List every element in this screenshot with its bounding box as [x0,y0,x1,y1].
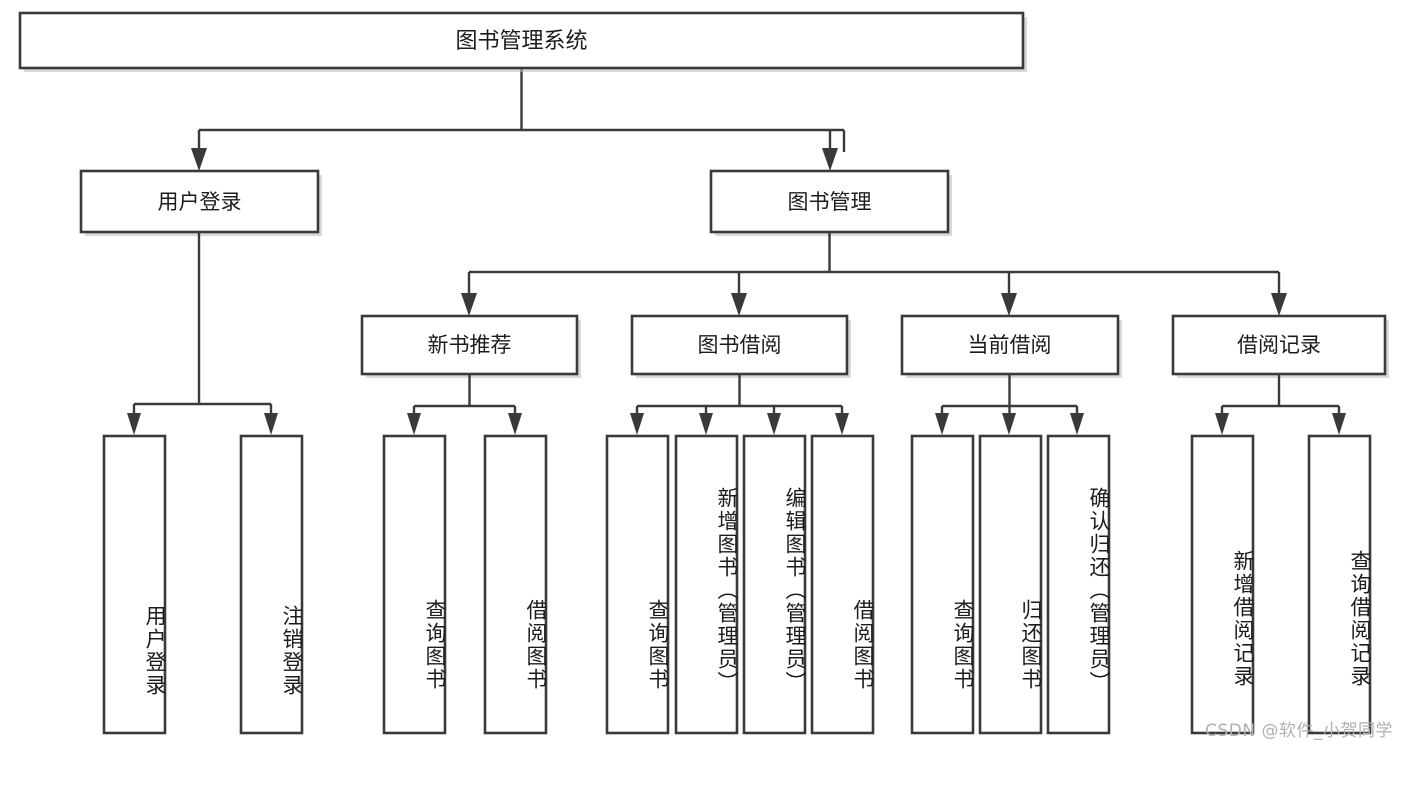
node-book-borrow[interactable]: 图书借阅 [630,314,851,378]
tree-diagram-svg: 用户登录 图书管理 图书管理系统 [18,11,1389,735]
node-label: 借阅记录 [1237,333,1321,357]
node-user-login[interactable]: 用户登录 [79,169,322,236]
leaf-book-borrow-3[interactable] [810,434,875,735]
node-label: 当前借阅 [968,333,1052,357]
connector-root-to-level2 [191,68,846,171]
leaf-current-borrow-0[interactable] [910,434,975,735]
watermark-label: CSDN @软件_小贺同学 [1205,721,1393,741]
leaf-current-borrow-2[interactable] [1046,434,1111,735]
page-title: 图书管理系统 [455,29,587,54]
node-root-system[interactable]: 图书管理系统 [18,11,1027,72]
connector-newbook-to-leaves [407,374,522,435]
leaf-new-book-1[interactable] [483,434,548,735]
leaf-book-borrow-1[interactable] [674,434,739,735]
leaf-book-borrow-0[interactable] [605,434,670,735]
leaf-user-login-1[interactable] [239,434,304,735]
node-label: 图书借阅 [698,333,782,357]
leaf-user-login-0[interactable] [102,434,167,735]
node-borrow-record[interactable]: 借阅记录 [1171,314,1389,378]
connector-borrowrecord-to-leaves [1215,374,1346,435]
connector-currentborrow-to-leaves [935,374,1084,435]
connector-bookborrow-to-leaves [630,374,849,435]
node-label: 新书推荐 [428,333,512,357]
node-label: 图书管理 [788,190,872,214]
node-new-book-recommend[interactable]: 新书推荐 [360,314,581,378]
leaf-new-book-0[interactable] [382,434,447,735]
diagram-canvas: 用户登录 图书管理 图书管理系统 [18,11,1393,741]
node-label: 用户登录 [158,190,242,214]
leaf-current-borrow-1[interactable] [978,434,1043,735]
node-current-borrow[interactable]: 当前借阅 [900,314,1122,378]
node-book-management[interactable]: 图书管理 [709,169,952,236]
leaf-borrow-record-0[interactable] [1190,434,1255,735]
leaf-borrow-record-1[interactable] [1307,434,1372,735]
connector-bookmgmt-to-level3 [461,232,1287,316]
connector-user-login-to-leaves [127,232,278,435]
leaf-book-borrow-2[interactable] [742,434,807,735]
